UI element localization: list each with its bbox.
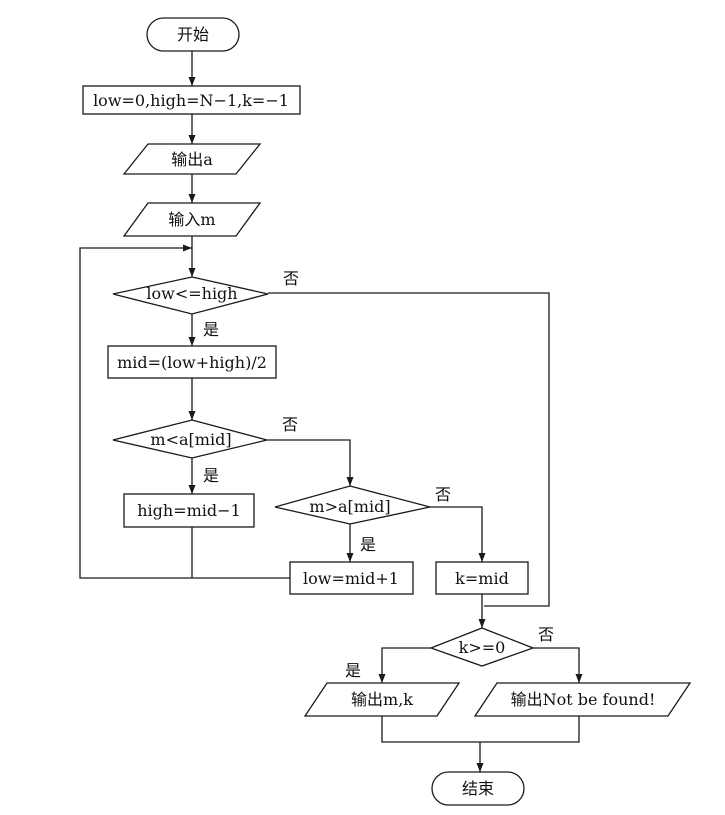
loop-condition-diamond: low<=high — [112, 276, 269, 315]
output-a-label: 输出a — [171, 150, 213, 169]
connectors — [79, 51, 583, 772]
greater-no-label: 否 — [435, 485, 451, 504]
branch-labels: 否 是 否 是 否 是 否 是 — [203, 269, 554, 680]
output-found-label: 输出m,k — [351, 690, 413, 709]
found-condition-label: k>=0 — [459, 638, 506, 657]
input-m-parallelogram: 输入m — [122, 202, 262, 237]
greater-condition-diamond: m>a[mid] — [274, 485, 431, 525]
loop-no-label: 否 — [283, 269, 299, 288]
greater-yes-label: 是 — [360, 535, 376, 554]
output-not-found-parallelogram: 输出Not be found! — [473, 682, 692, 717]
loop-yes-label: 是 — [203, 320, 219, 339]
greater-condition-label: m>a[mid] — [309, 497, 390, 516]
input-m-label: 输入m — [168, 210, 215, 229]
mid-calc-box: mid=(low+high)/2 — [107, 345, 277, 379]
end-label: 结束 — [462, 779, 494, 798]
mid-calc-label: mid=(low+high)/2 — [117, 353, 267, 372]
arrow-found-yes — [378, 647, 431, 683]
arrow-found-no — [533, 647, 583, 683]
arrow-loop-back — [79, 244, 290, 579]
less-no-label: 否 — [282, 415, 298, 434]
output-a-parallelogram: 输出a — [122, 143, 262, 175]
set-high-label: high=mid−1 — [137, 501, 241, 520]
line-merge-outputs — [381, 716, 580, 743]
set-low-label: low=mid+1 — [303, 569, 399, 588]
init-box: low=0,high=N−1,k=−1 — [82, 85, 301, 115]
less-condition-label: m<a[mid] — [150, 430, 231, 449]
start-node: 开始 — [146, 17, 240, 52]
init-label: low=0,high=N−1,k=−1 — [93, 91, 289, 110]
output-found-parallelogram: 输出m,k — [303, 682, 461, 717]
start-label: 开始 — [177, 25, 209, 44]
set-high-box: high=mid−1 — [123, 493, 255, 528]
less-yes-label: 是 — [203, 466, 219, 485]
less-condition-diamond: m<a[mid] — [112, 419, 268, 459]
arrow-greater-no-to-k — [430, 506, 486, 562]
output-not-found-label: 输出Not be found! — [511, 690, 656, 709]
set-low-box: low=mid+1 — [289, 561, 414, 595]
set-k-label: k=mid — [455, 569, 509, 588]
set-k-box: k=mid — [435, 561, 529, 595]
arrow-loop-no-exit — [268, 292, 550, 607]
found-no-label: 否 — [538, 625, 554, 644]
found-yes-label: 是 — [345, 661, 361, 680]
found-condition-diamond: k>=0 — [429, 627, 535, 667]
arrow-less-no-to-greater — [267, 439, 354, 486]
end-node: 结束 — [431, 771, 525, 806]
loop-condition-label: low<=high — [146, 284, 237, 303]
